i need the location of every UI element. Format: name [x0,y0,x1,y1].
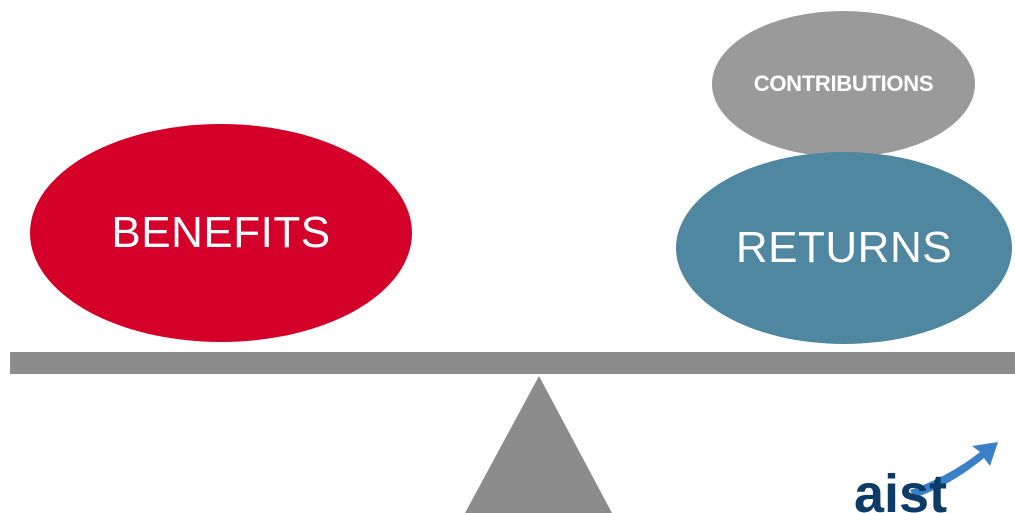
contributions-ellipse: CONTRIBUTIONS [712,11,975,157]
contributions-label: CONTRIBUTIONS [753,71,934,96]
balance-beam [10,352,1015,374]
benefits-label: BENEFITS [111,208,331,257]
fulcrum-shape [465,376,612,513]
returns-ellipse: RETURNS [676,152,1012,344]
benefits-ellipse: BENEFITS [30,124,412,342]
aist-logo: aist [848,438,1015,513]
aist-logo-mark: aist [854,442,998,513]
returns-label: RETURNS [735,223,953,272]
logo-arrow-icon [910,442,998,498]
logo-text: aist [854,464,947,513]
